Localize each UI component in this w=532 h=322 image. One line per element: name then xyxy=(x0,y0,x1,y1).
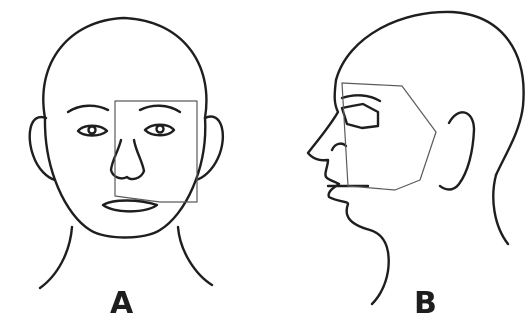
region-box-profile xyxy=(342,83,436,190)
nose xyxy=(111,140,144,179)
right-eyebrow xyxy=(140,106,180,112)
profile-eyebrow xyxy=(342,95,380,101)
profile-eye xyxy=(342,104,378,128)
profile-nostril xyxy=(332,144,346,150)
face-profile xyxy=(308,80,389,304)
back-of-neck xyxy=(493,175,508,244)
panel-label-b: B xyxy=(414,286,437,321)
mouth xyxy=(103,201,157,212)
left-eyebrow xyxy=(68,106,108,112)
panel-b: B xyxy=(308,12,524,321)
panel-a: A xyxy=(30,18,223,321)
region-box-front xyxy=(115,101,197,202)
neck-left xyxy=(40,227,72,288)
head-outline-front xyxy=(43,18,206,238)
profile-ear xyxy=(440,112,474,189)
right-pupil xyxy=(157,126,164,133)
left-pupil xyxy=(89,127,96,134)
panel-label-a: A xyxy=(110,286,134,321)
neck-right xyxy=(178,227,212,285)
